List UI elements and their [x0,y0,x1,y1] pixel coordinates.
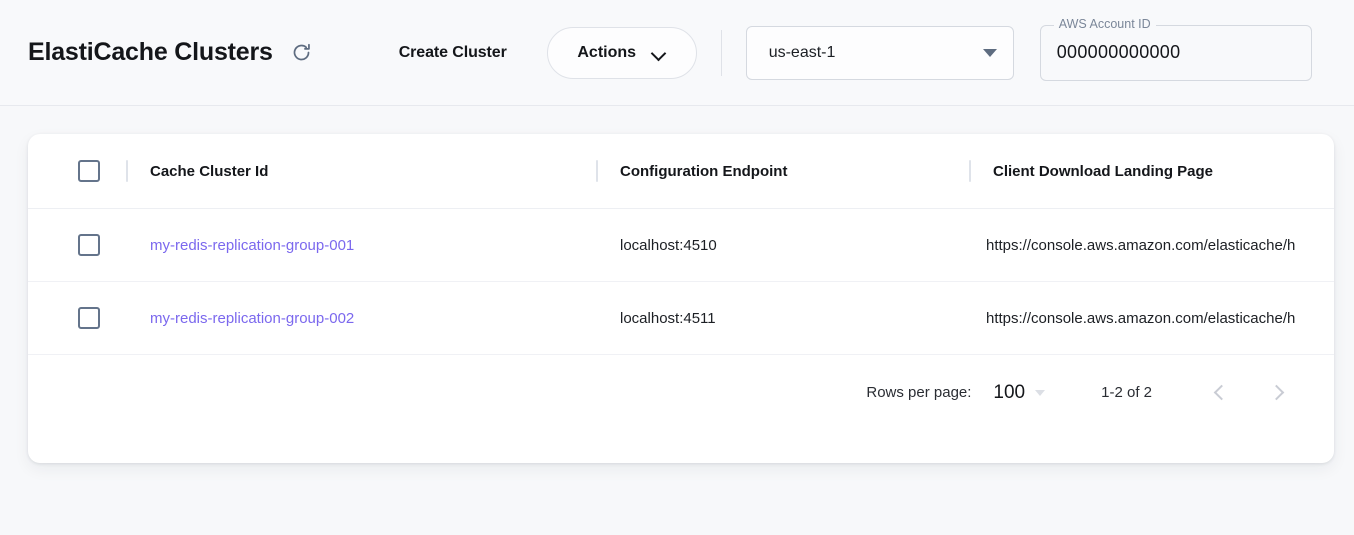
page-title: ElastiCache Clusters [28,38,273,66]
table-header-row: Cache Cluster Id Configuration Endpoint … [28,134,1334,209]
content-area: Cache Cluster Id Configuration Endpoint … [0,106,1354,463]
chevron-right-icon [1268,384,1285,401]
cell-cache-cluster-id: my-redis-replication-group-001 [126,208,596,282]
aws-account-id-field[interactable]: AWS Account ID 000000000000 [1039,16,1312,81]
row-select-cell [28,208,126,282]
previous-page-button[interactable] [1200,373,1240,413]
create-cluster-button[interactable]: Create Cluster [393,36,513,70]
actions-button[interactable]: Actions [546,26,697,79]
refresh-icon[interactable] [287,38,317,68]
cell-client-download-landing-page: https://console.aws.amazon.com/elasticac… [969,281,1334,355]
column-header-cache-cluster-id[interactable]: Cache Cluster Id [126,134,596,209]
cluster-id-link[interactable]: my-redis-replication-group-001 [150,236,355,254]
table-row[interactable]: my-redis-replication-group-001 localhost… [28,208,1334,282]
chevron-left-icon [1213,384,1230,401]
table-body: my-redis-replication-group-001 localhost… [28,208,1334,355]
cluster-id-link[interactable]: my-redis-replication-group-002 [150,309,355,327]
column-separator [969,160,971,182]
column-header-label: Configuration Endpoint [620,162,788,180]
aws-account-id-label: AWS Account ID [1053,16,1156,31]
select-all-checkbox[interactable] [78,160,100,182]
column-separator [126,160,128,182]
column-header-label: Cache Cluster Id [150,162,269,180]
select-all-header [28,134,126,209]
clusters-table: Cache Cluster Id Configuration Endpoint … [28,134,1334,355]
cell-client-download-landing-page: https://console.aws.amazon.com/elasticac… [969,208,1334,282]
column-header-client-download-landing-page[interactable]: Client Download Landing Page [969,134,1334,209]
row-checkbox[interactable] [78,234,100,256]
pagination-range-label: 1-2 of 2 [1101,384,1152,401]
region-select[interactable]: us-east-1 [745,25,1014,80]
row-checkbox[interactable] [78,307,100,329]
cell-cache-cluster-id: my-redis-replication-group-002 [126,281,596,355]
cell-configuration-endpoint: localhost:4510 [596,208,969,282]
row-select-cell [28,281,126,355]
actions-button-label: Actions [577,43,637,61]
table-row[interactable]: my-redis-replication-group-002 localhost… [28,281,1334,355]
triangle-down-icon [982,48,997,57]
region-select-value: us-east-1 [768,43,836,61]
header-divider [720,29,722,76]
aws-account-id-value: 000000000000 [1056,42,1181,62]
chevron-down-icon [652,48,666,57]
rows-per-page-select[interactable]: 100 [993,381,1046,404]
rows-per-page-label: Rows per page: [866,384,972,401]
triangle-down-icon [1035,389,1046,396]
next-page-button[interactable] [1258,373,1298,413]
cell-configuration-endpoint: localhost:4511 [596,281,969,355]
rows-per-page-value: 100 [993,381,1026,403]
column-header-configuration-endpoint[interactable]: Configuration Endpoint [596,134,969,209]
clusters-card: Cache Cluster Id Configuration Endpoint … [28,134,1334,463]
column-separator [596,160,598,182]
column-header-label: Client Download Landing Page [993,162,1214,180]
table-header: Cache Cluster Id Configuration Endpoint … [28,134,1334,209]
app-header: ElastiCache Clusters Create Cluster Acti… [0,0,1354,106]
pagination-bar: Rows per page: 100 1-2 of 2 [28,355,1334,430]
